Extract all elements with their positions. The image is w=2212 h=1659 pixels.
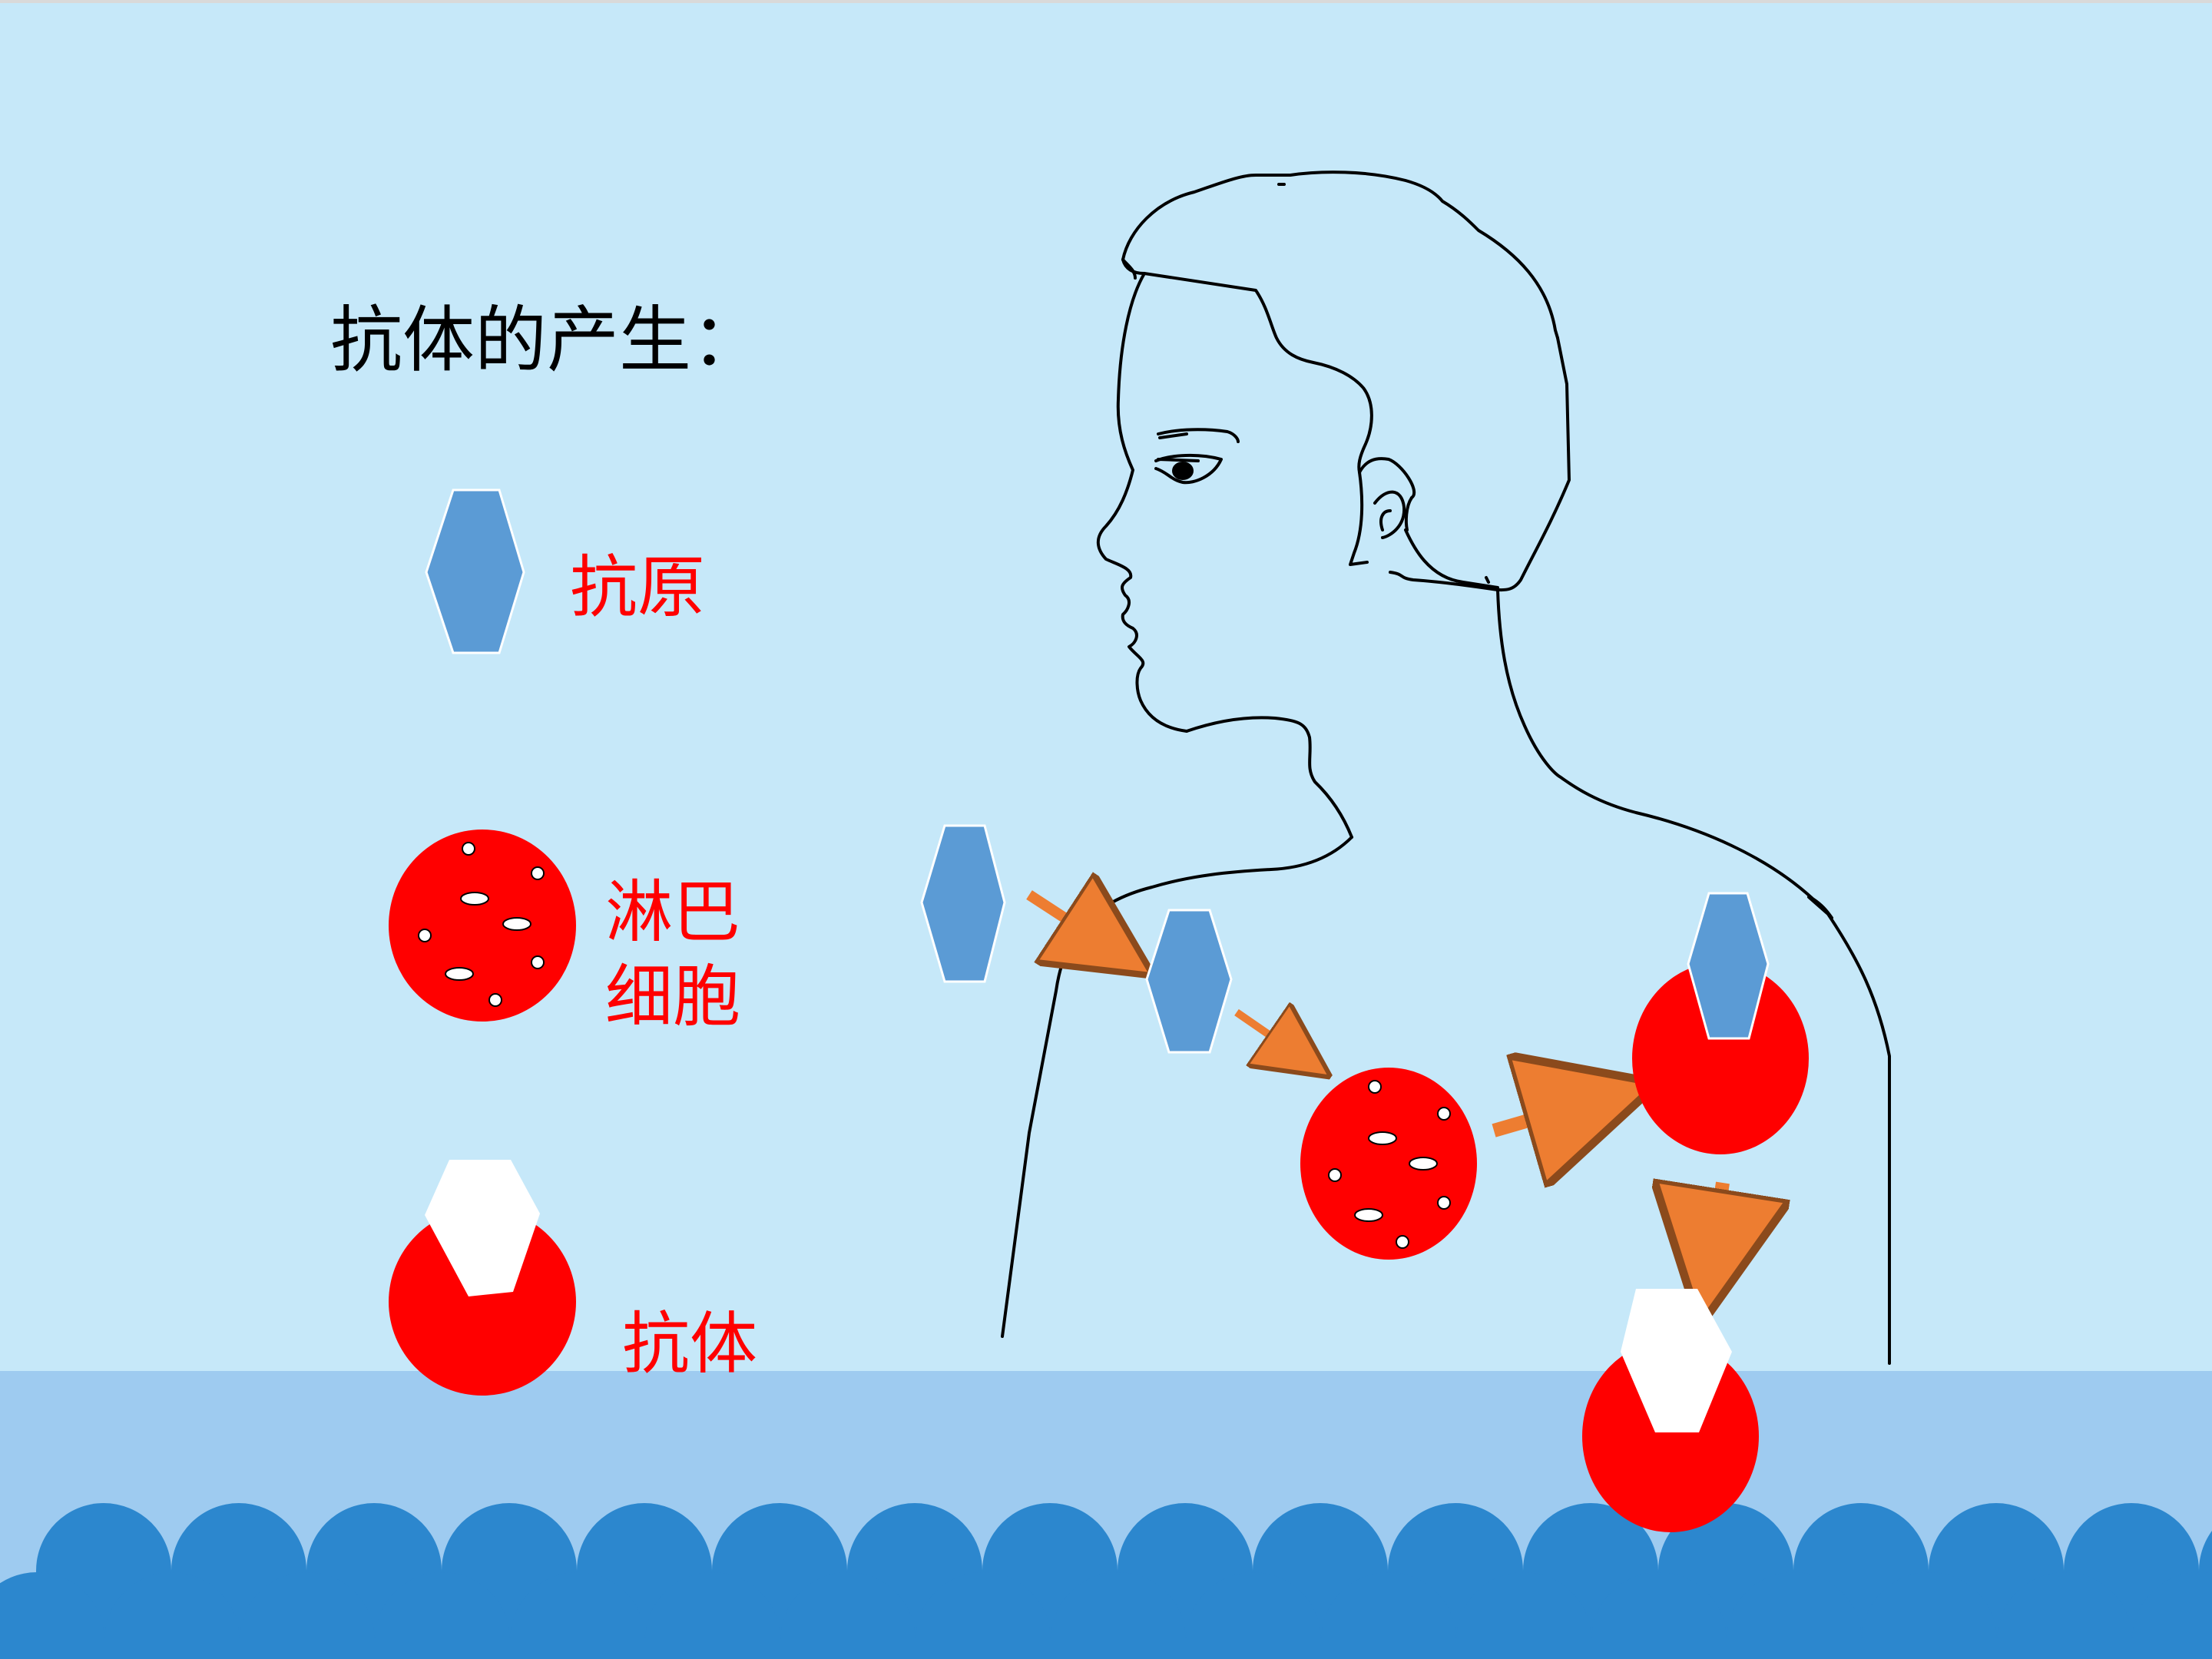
wave-scallop: [1186, 1572, 1321, 1659]
wave-scallop: [510, 1572, 645, 1659]
wave-scallop: [780, 1572, 916, 1659]
legend-antigen-label: 抗原: [570, 548, 705, 627]
wave-scallop: [1456, 1572, 1591, 1659]
flow-arrow-2: [1234, 1012, 1306, 1060]
flow-antigen-bound-cell: [1632, 892, 1809, 1154]
wave-scallop: [2132, 1572, 2212, 1659]
flow-antigen-1: [920, 824, 1006, 983]
wave-scallop: [645, 1572, 780, 1659]
flow-antigen-2: [1145, 909, 1233, 1054]
wave-scallop: [1321, 1572, 1456, 1659]
wave-scallop: [1997, 1572, 2132, 1659]
legend-lymphocyte-label-line2: 细胞: [605, 957, 740, 1036]
legend-lymphocyte-cell: [389, 830, 576, 1022]
wave-scallop: [916, 1572, 1051, 1659]
legend-antigen-hexagon: [425, 488, 525, 654]
flow-arrow-4: [1709, 1183, 1723, 1271]
legend-antibody-label: 抗体: [622, 1304, 757, 1383]
wave-scallop: [1727, 1572, 1862, 1659]
eye-pupil: [1172, 462, 1194, 480]
wave-scallop: [375, 1572, 510, 1659]
wave-scallop: [1591, 1572, 1727, 1659]
human-figure-outline: [1001, 171, 1891, 1365]
flow-lymphocyte-cell: [1300, 1068, 1477, 1260]
legend-antibody-cell: [389, 1160, 576, 1396]
flow-antibody-cell: [1582, 1289, 1759, 1532]
wave-scallop: [1862, 1572, 1997, 1659]
wave-scallop: [0, 1572, 104, 1659]
wave-scallop: [1051, 1572, 1186, 1659]
top-border: [0, 0, 2212, 3]
slide-title: 抗体的产生：: [330, 299, 763, 382]
legend-lymphocyte-label-line1: 淋巴: [605, 873, 740, 952]
wave-scallop: [104, 1572, 240, 1659]
wave-decoration: [0, 1503, 2212, 1659]
flow-arrow-3: [1492, 1098, 1605, 1131]
wave-scallop: [240, 1572, 375, 1659]
flow-arrow-1: [1026, 895, 1118, 952]
